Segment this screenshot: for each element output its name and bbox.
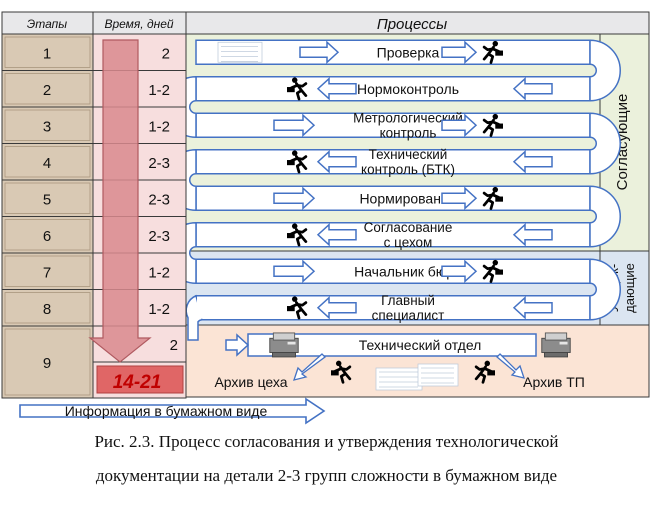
figure-caption-line-2: документации на детали 2-3 групп сложнос… (95, 466, 558, 485)
process-step: Нормоконтроль (286, 76, 553, 101)
stage-number: 7 (43, 264, 51, 281)
u-turn-connector (589, 112, 621, 175)
group-approving-label: Согласующие (614, 94, 631, 191)
flow-arrow-left (316, 296, 357, 320)
stage-number: 3 (43, 118, 51, 135)
figure-caption-line-1: Рис. 2.3. Процесс согласования и утвержд… (94, 432, 559, 451)
process-step: Начальник бюро (273, 259, 504, 283)
approving-band (185, 33, 650, 252)
stage-number: 1 (43, 45, 51, 62)
flow-arrow-left (512, 77, 553, 101)
stage-number: 9 (43, 355, 51, 372)
u-turn-connector (589, 39, 621, 102)
stage-cell (1, 289, 94, 327)
flow-arrow-left (512, 223, 553, 247)
days-value: 1-2 (148, 82, 170, 99)
document-icon (217, 41, 263, 63)
stage-number: 5 (43, 191, 51, 208)
archive-shop-label: Архив цеха (214, 374, 287, 390)
process-label: Технический отдел (359, 337, 482, 353)
printer-icon (541, 332, 571, 358)
stage-number: 8 (43, 301, 51, 318)
process-label: Согласование (364, 220, 453, 235)
time-flow-arrow (88, 39, 152, 363)
total-days-value: 14-21 (113, 372, 162, 393)
process-step: Проверка (217, 40, 504, 64)
flow-arrow-left (316, 77, 357, 101)
process-label: Нормоконтроль (357, 81, 459, 97)
stage-number: 2 (43, 82, 51, 99)
flow-arrow-right (273, 259, 316, 283)
header-time: Время, дней (104, 17, 173, 31)
process-label: Проверка (377, 44, 440, 60)
process-label: Начальник бюро (354, 263, 462, 279)
flow-arrow-right (441, 259, 478, 283)
stage-cell (1, 216, 94, 254)
process-label: Главный (381, 293, 435, 308)
days-value: 2 (162, 45, 170, 62)
process-label: Нормирование (359, 190, 456, 206)
flow-arrow-left (316, 223, 357, 247)
days-value: 1-2 (148, 301, 170, 318)
flow-arrow-left (512, 296, 553, 320)
flow-arrow-right (441, 40, 478, 64)
days-value: 2-3 (148, 228, 170, 245)
header-processes: Процессы (377, 16, 447, 33)
u-turn-connector (589, 185, 621, 248)
flow-arrow-left (512, 150, 553, 174)
process-label: с цехом (384, 235, 433, 250)
days-value: 1-2 (148, 118, 170, 135)
process-label: Технический (369, 147, 448, 162)
flow-arrow-right (225, 333, 250, 357)
process-label: специалист (372, 308, 445, 323)
days-value: 2-3 (148, 155, 170, 172)
process-step: Нормирование (273, 186, 504, 210)
process-label: Метрологический (353, 110, 463, 125)
process-label: контроль (БТК) (361, 162, 455, 177)
stage-cell (1, 70, 94, 108)
stage-number: 4 (43, 155, 51, 172)
flow-arrow-right (273, 186, 316, 210)
flow-arrow-right (273, 113, 316, 137)
header-stages: Этапы (27, 17, 67, 31)
legend-arrow (19, 397, 326, 425)
group-confirming-label-2: дающие (622, 263, 637, 313)
stage-cell (1, 325, 94, 399)
flow-arrow-left (316, 150, 357, 174)
process-label: контроль (380, 125, 437, 140)
archive-tp-label: Архив ТП (523, 374, 585, 390)
document-icon (417, 363, 459, 387)
u-turn-connector (589, 258, 621, 321)
flow-arrow-down-left (293, 353, 326, 381)
days-value: 2 (170, 337, 178, 354)
days-value: 2-3 (148, 191, 170, 208)
stage-number: 6 (43, 228, 51, 245)
flow-arrow-right (299, 40, 340, 64)
printer-icon (269, 332, 299, 358)
total-days-box (96, 365, 184, 394)
flow-arrow-right (441, 113, 478, 137)
days-value: 1-2 (148, 264, 170, 281)
flow-arrow-down-right (496, 353, 525, 379)
document-icon (375, 367, 423, 391)
flow-arrow-right (441, 186, 478, 210)
legend-label: Информация в бумажном виде (65, 403, 268, 419)
